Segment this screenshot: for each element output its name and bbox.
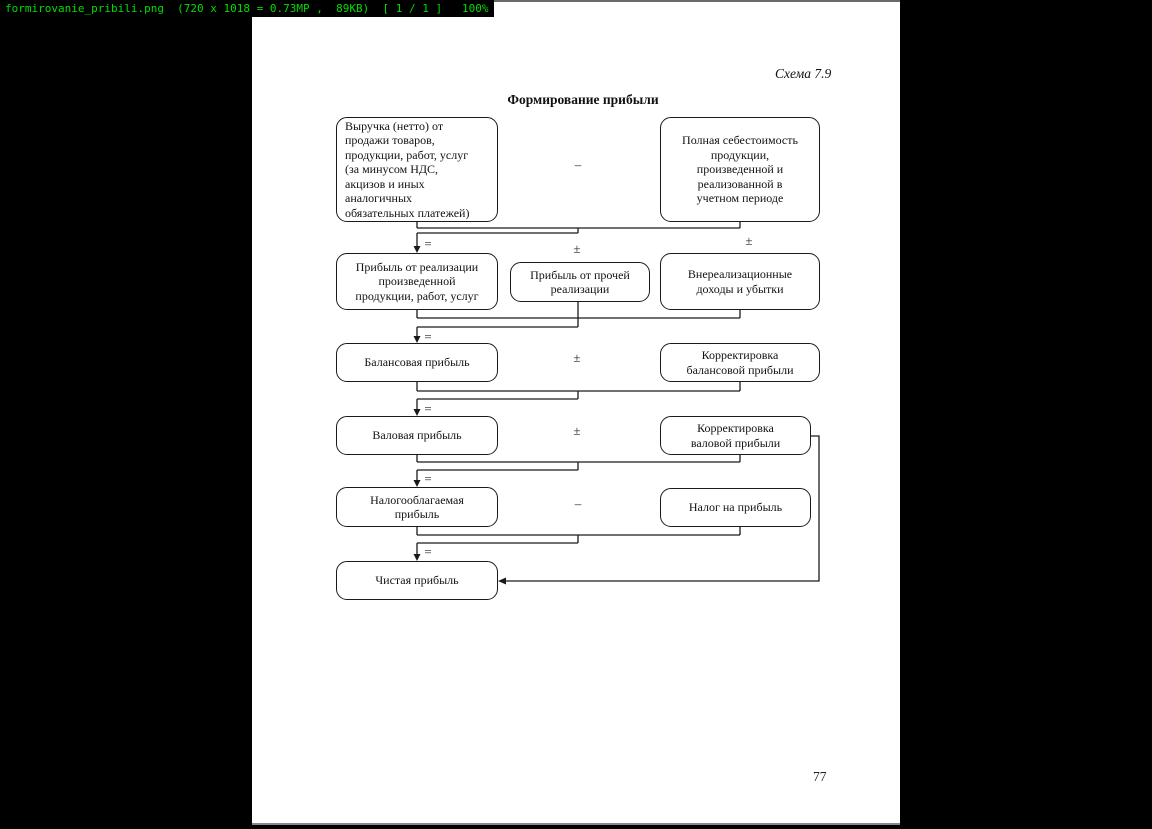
box-gross-profit-adjustment-label: Корректировка валовой прибыли (690, 421, 781, 450)
operator-plus-minus: ± (573, 350, 581, 365)
arrow-left-icon (498, 577, 506, 585)
page-title: Формирование прибыли (507, 92, 659, 107)
arrow-down-icon (413, 336, 421, 343)
box-balance-profit-adjustment: Корректировка балансовой прибыли (660, 343, 820, 382)
operator-equals: = (424, 236, 432, 251)
operator-plus-minus: ± (745, 233, 753, 248)
box-non-operating-income: Внереализационные доходы и убытки (660, 253, 820, 310)
operator-minus: – (574, 496, 582, 511)
arrow-down-icon (413, 554, 421, 561)
box-full-cost-label: Полная себестоимость продукции, произвед… (682, 133, 798, 206)
box-net-profit-label: Чистая прибыль (375, 573, 459, 588)
box-full-cost: Полная себестоимость продукции, произвед… (660, 117, 820, 222)
box-profit-other-sales-label: Прибыль от прочей реализации (530, 267, 630, 296)
schema-label: Схема 7.9 (775, 66, 832, 81)
box-balance-profit-label: Балансовая прибыль (364, 355, 470, 370)
arrow-down-icon (413, 409, 421, 416)
image-canvas[interactable]: Схема 7.9 Формирование прибыли 77 (252, 0, 900, 825)
box-balance-profit-adjustment-label: Корректировка балансовой прибыли (686, 348, 794, 377)
operator-equals: = (424, 401, 432, 416)
arrowheads (413, 246, 506, 585)
box-balance-profit: Балансовая прибыль (336, 343, 498, 382)
operator-equals: = (424, 471, 432, 486)
box-profit-tax: Налог на прибыль (660, 488, 811, 527)
box-revenue-net: Выручка (нетто) от продажи товаров, прод… (336, 117, 498, 222)
box-gross-profit: Валовая прибыль (336, 416, 498, 455)
flow-connector-lines (413, 222, 820, 585)
box-net-profit: Чистая прибыль (336, 561, 498, 600)
box-taxable-profit: Налогооблагаемая прибыль (336, 487, 498, 527)
box-non-operating-income-label: Внереализационные доходы и убытки (687, 267, 793, 296)
operator-plus-minus: ± (573, 423, 581, 438)
arrow-down-icon (413, 480, 421, 487)
box-gross-profit-adjustment: Корректировка валовой прибыли (660, 416, 811, 455)
box-taxable-profit-label: Налогооблагаемая прибыль (370, 492, 464, 521)
box-profit-from-sales-label: Прибыль от реализации произведенной прод… (355, 259, 479, 303)
operator-equals: = (424, 329, 432, 344)
box-gross-profit-label: Валовая прибыль (372, 428, 462, 443)
operator-plus-minus: ± (573, 241, 581, 256)
box-profit-from-sales: Прибыль от реализации произведенной прод… (336, 253, 498, 310)
box-revenue-net-label: Выручка (нетто) от продажи товаров, прод… (345, 119, 470, 220)
operator-equals: = (424, 544, 432, 559)
page-number: 77 (813, 769, 827, 784)
operator-minus: – (574, 157, 582, 172)
arrow-down-icon (413, 246, 421, 253)
viewer-status-text: formirovanie_pribili.png (720 x 1018 = 0… (0, 0, 495, 17)
box-profit-other-sales: Прибыль от прочей реализации (510, 262, 650, 302)
box-profit-tax-label: Налог на прибыль (688, 500, 783, 515)
